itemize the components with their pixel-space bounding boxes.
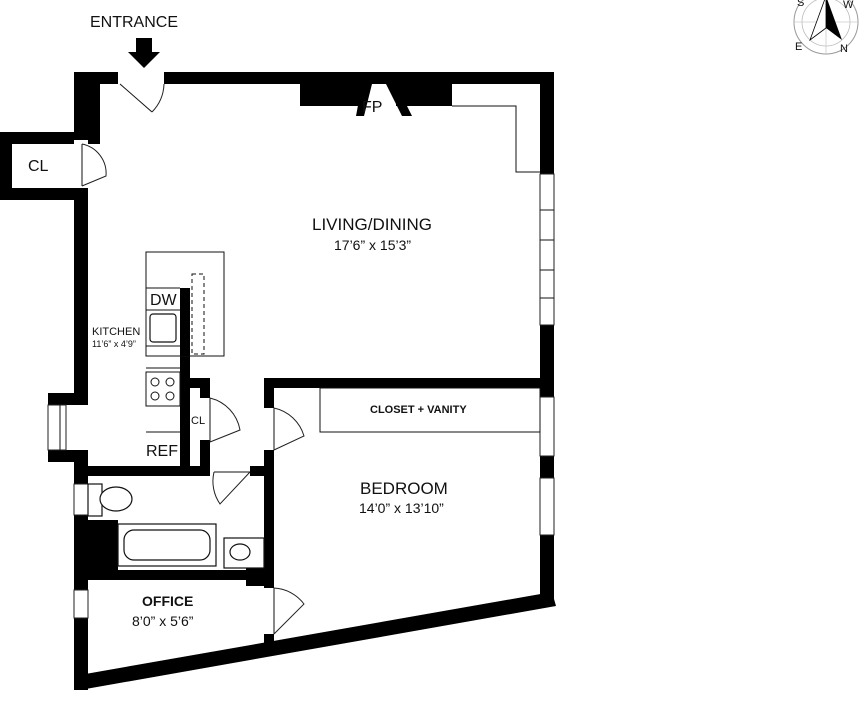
bedroom-size: 14’0” x 13’10” [359,500,444,516]
office-name: OFFICE [142,593,193,609]
closet-vanity: CLOSET + VANITY [319,387,541,433]
bedroom-name: BEDROOM [360,479,448,498]
fireplace: FP [300,84,452,116]
living-room-name: LIVING/DINING [312,215,432,234]
office-size: 8’0” x 5’6” [132,613,194,629]
kitchen-sink [149,313,177,343]
compass-north: N [840,43,848,55]
compass-west: W [843,0,854,11]
windows [47,173,555,619]
interior-walls [88,288,540,644]
left-closet-label: CL [28,158,49,175]
compass-icon: S W E N [793,0,859,55]
kitchen-size: 11’6” x 4’9” [92,339,136,349]
entrance-marker: ENTRANCE [90,14,178,68]
refrigerator-label: REF [146,443,178,460]
toilet-bowl [99,486,133,512]
bathroom-fixtures [87,483,265,569]
compass-south: S [797,0,804,9]
kitchen-fixtures: DW REF CL [145,251,225,460]
entrance-arrow-icon [128,38,160,68]
doors [74,72,305,635]
dishwasher-label: DW [150,292,178,309]
living-room-size: 17’6” x 15’3” [334,237,411,253]
entrance-label: ENTRANCE [90,14,178,31]
exterior-walls [0,72,556,690]
fireplace-label: FP [362,99,382,116]
corner-cabinet [452,105,540,173]
stove [145,371,181,407]
compass-east: E [795,41,802,53]
kitchen-closet-label: CL [191,415,205,427]
kitchen-name: KITCHEN [92,326,140,338]
closet-vanity-label: CLOSET + VANITY [370,404,467,416]
